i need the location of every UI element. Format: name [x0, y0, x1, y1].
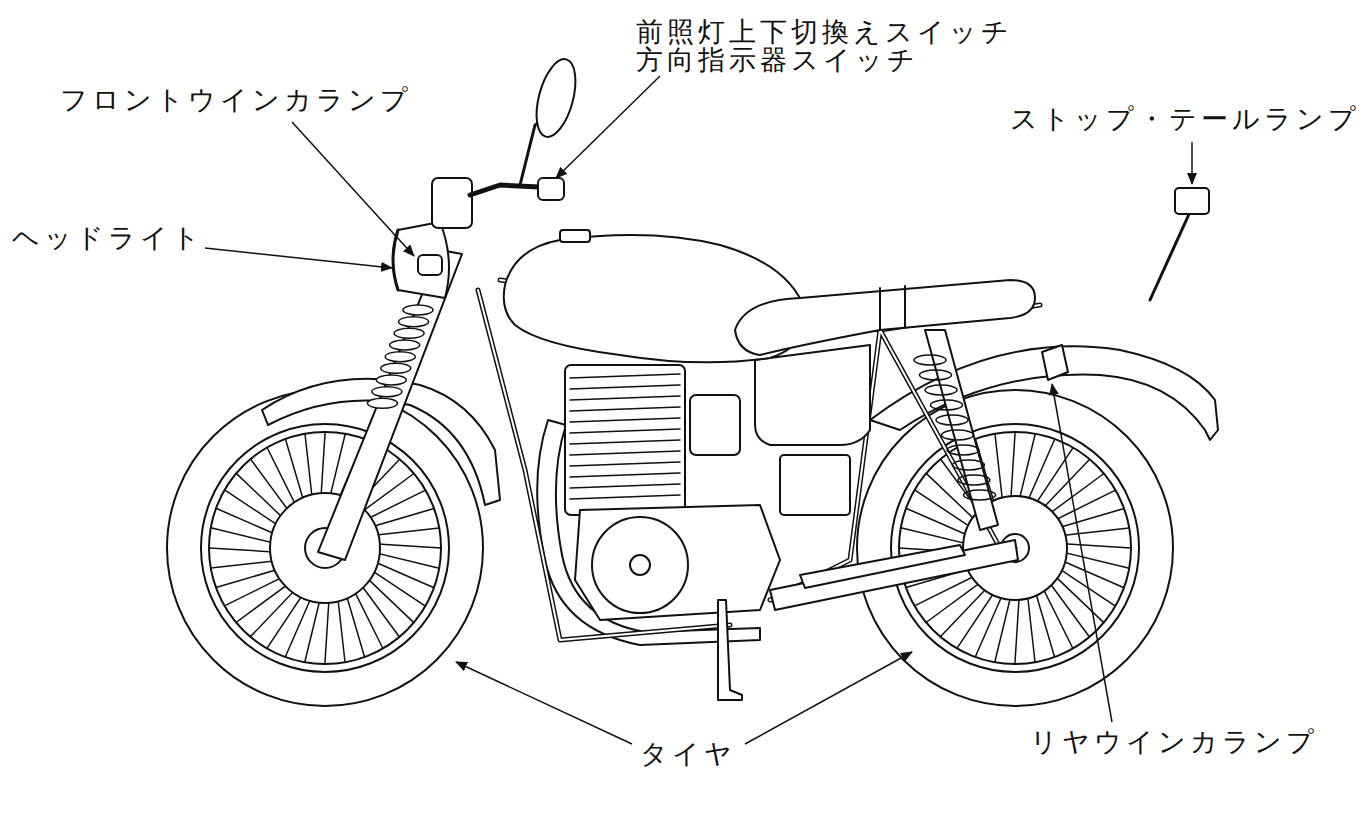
fin	[570, 440, 680, 444]
fin	[570, 495, 680, 499]
spring-coil	[914, 355, 946, 365]
boot-fold	[390, 340, 420, 350]
rear-winker	[1042, 345, 1068, 380]
part-label: 前照灯上下切換えスイッチ	[636, 16, 1013, 48]
fin	[570, 374, 680, 378]
boot-fold	[385, 352, 415, 362]
leader-arrow	[456, 662, 632, 744]
fin	[570, 451, 680, 455]
spring-coil	[936, 415, 968, 425]
fin	[570, 418, 680, 422]
shock-spring	[914, 355, 996, 500]
meter	[432, 178, 472, 228]
fin	[570, 484, 680, 488]
leader-arrow	[1191, 142, 1193, 184]
fuel-cap	[560, 230, 590, 242]
fork-boot	[367, 305, 433, 408]
side-stand	[718, 600, 742, 700]
spring-coil	[925, 385, 957, 395]
headlight-rim	[393, 230, 398, 290]
spring-coil	[964, 490, 996, 500]
boot-fold	[367, 398, 397, 408]
boot-fold	[399, 317, 429, 327]
clutch-cover	[592, 517, 688, 613]
boot-fold	[381, 363, 411, 373]
part-label: フロントウインカランプ	[60, 84, 412, 116]
headlight	[393, 222, 449, 298]
stop-tail-lamp	[1175, 188, 1209, 214]
spring-coil	[942, 430, 974, 440]
seat	[735, 280, 1035, 355]
leader-arrow	[556, 76, 660, 178]
swing-arm	[770, 540, 1018, 610]
rear-shock	[925, 330, 998, 530]
leader-arrow	[745, 652, 912, 744]
boot-fold	[394, 328, 424, 338]
fin	[570, 429, 680, 433]
part-label: リヤウインカランプ	[1030, 726, 1318, 758]
spring-coil	[931, 400, 963, 410]
chain-guard	[800, 545, 965, 588]
engine-fins	[570, 374, 680, 499]
side-cover	[755, 345, 870, 445]
leader-arrow	[292, 122, 414, 256]
spring-coil	[953, 460, 985, 470]
part-label: タイヤ	[640, 738, 736, 770]
part-label: ヘッドライト	[12, 222, 204, 254]
fin	[570, 396, 680, 400]
boot-fold	[403, 305, 433, 315]
part-label: ストップ・テールランプ	[1010, 103, 1360, 135]
switch-box	[538, 178, 564, 200]
fin	[570, 462, 680, 466]
fin	[570, 385, 680, 389]
engine-cylinder	[565, 365, 685, 515]
battery-box	[780, 455, 850, 515]
crankcase	[575, 505, 780, 620]
leader-arrow	[1052, 384, 1112, 722]
front-winker	[418, 255, 442, 275]
part-label: 方向指示器スイッチ	[636, 44, 919, 76]
spring-coil	[947, 445, 979, 455]
spring-coil	[958, 475, 990, 485]
boot-fold	[372, 387, 402, 397]
mirror	[529, 55, 583, 141]
leader-arrow	[205, 248, 392, 268]
carburetor	[690, 395, 740, 455]
clutch-center	[630, 555, 650, 575]
boot-fold	[376, 375, 406, 385]
fin	[570, 407, 680, 411]
seat-strap	[880, 286, 905, 330]
spring-coil	[920, 370, 952, 380]
fin	[570, 473, 680, 477]
